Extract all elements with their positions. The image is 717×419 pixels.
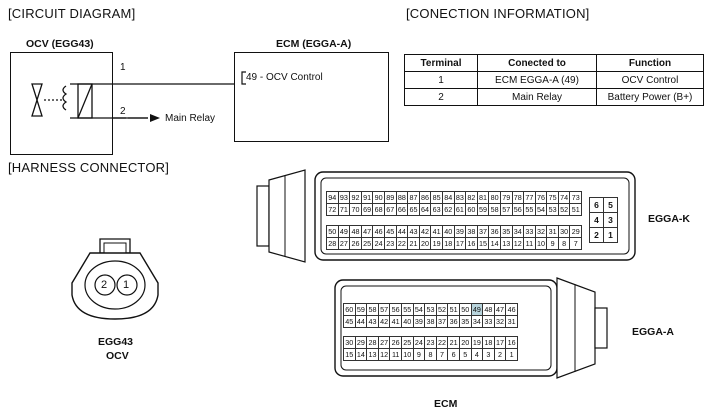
table-cell: OCV Control <box>596 71 704 89</box>
table-header-row: Terminal Conected to Function <box>404 54 704 72</box>
circuit-diagram-title: [CIRCUIT DIAGRAM] <box>8 6 136 21</box>
ecm-connector-label: ECM <box>434 398 458 410</box>
pin-1-label: 1 <box>120 62 126 73</box>
connector-pin: 28 <box>326 237 339 250</box>
ecm-pin-label: 49 - OCV Control <box>246 72 323 83</box>
connector-pin: 37 <box>435 315 449 328</box>
table-row: 2 Main Relay Battery Power (B+) <box>404 88 704 106</box>
connector-pin: 21 <box>407 237 420 250</box>
connector-pin: 51 <box>569 203 583 216</box>
connector-pin: 31 <box>505 315 518 328</box>
connector-pin: 63 <box>430 203 443 216</box>
egga-a-label: EGGA-A <box>632 326 674 338</box>
table-cell: Main Relay <box>477 88 597 106</box>
connector-pin: 18 <box>441 237 455 250</box>
ecm-box <box>234 52 389 142</box>
connector-pin: 5 <box>603 197 618 213</box>
table-cell: 2 <box>404 88 478 106</box>
header-connected-to: Conected to <box>477 54 597 72</box>
table-cell: Battery Power (B+) <box>596 88 704 106</box>
table-cell: 1 <box>404 71 478 89</box>
connector-pin: 53 <box>546 203 559 216</box>
egg43-pin-2: 2 <box>101 279 108 291</box>
egg43-label: EGG43 <box>98 336 134 348</box>
connection-info-title: [CONECTION INFORMATION] <box>406 6 590 21</box>
connector-pin: 39 <box>412 315 426 328</box>
table-row: 1 ECM EGGA-A (49) OCV Control <box>404 71 704 89</box>
connector-pin: 64 <box>418 203 432 216</box>
table-cell: ECM EGGA-A (49) <box>477 71 597 89</box>
connector-pin: 6 <box>589 197 604 213</box>
connector-pin: 7 <box>569 237 583 250</box>
header-function: Function <box>596 54 704 72</box>
connector-pin: 8 <box>424 348 437 361</box>
connector-pin: 42 <box>377 315 391 328</box>
connector-pin: 4 <box>470 348 484 361</box>
ocv-label: OCV (EGG43) <box>26 38 94 50</box>
egga-k-label: EGGA-K <box>648 213 690 225</box>
connector-pin: 26 <box>349 237 362 250</box>
connector-pin: 56 <box>511 203 525 216</box>
egg43-connector-drawing <box>71 238 159 320</box>
arrow-right-icon <box>150 114 160 122</box>
harness-connector-title: [HARNESS CONNECTOR] <box>8 160 170 175</box>
egg43-pin-1: 1 <box>123 279 130 291</box>
connector-pin: 23 <box>383 237 397 250</box>
connector-pin: 6 <box>447 348 460 361</box>
solenoid-valve-icon <box>31 83 112 119</box>
connector-pin: 2 <box>589 227 604 243</box>
main-relay-label: Main Relay <box>165 113 216 124</box>
connector-pin: 4 <box>589 212 604 228</box>
egga-k-connector-drawing <box>256 169 636 263</box>
connector-pin: 1 <box>603 227 618 243</box>
ecm-label: ECM (EGGA-A) <box>276 38 352 50</box>
header-terminal: Terminal <box>404 54 478 72</box>
connector-pin: 3 <box>603 212 618 228</box>
pin-2-label: 2 <box>120 106 126 117</box>
connector-pin: 1 <box>505 348 518 361</box>
ocv-connector-label: OCV <box>106 350 129 362</box>
ocv-box <box>10 52 113 155</box>
connector-pin: 12 <box>377 348 391 361</box>
connection-table: Terminal Conected to Function 1 ECM EGGA… <box>404 54 704 106</box>
